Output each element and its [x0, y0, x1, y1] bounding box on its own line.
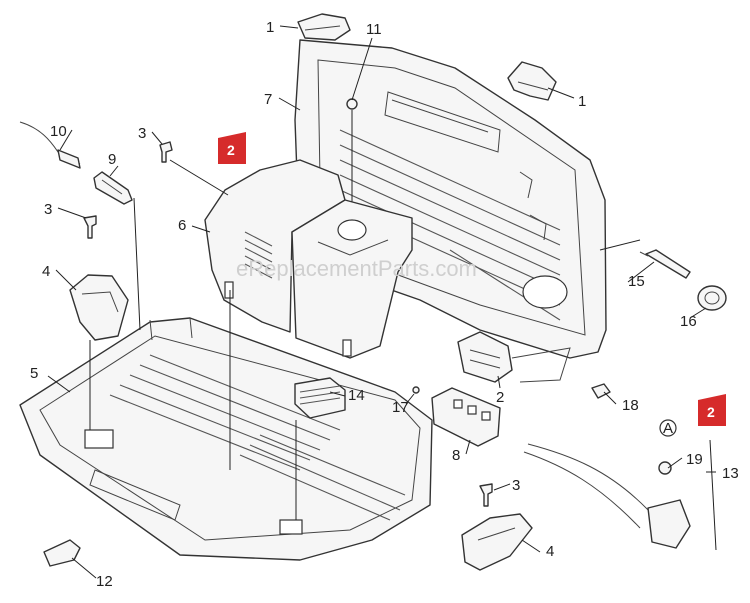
callout-10: 10 [50, 123, 67, 140]
part-1-handle-right [507, 61, 557, 101]
marker-a-label: A [663, 420, 673, 437]
part-4-clip-lower [461, 513, 533, 571]
callout-11: 11 [366, 21, 382, 38]
callout-3: 3 [512, 477, 520, 494]
callout-8: 8 [452, 447, 460, 464]
badge-2-right-label: 2 [707, 404, 715, 420]
callout-3: 3 [44, 201, 52, 218]
part-13-cable-assembly [523, 443, 691, 549]
part-16-knob [697, 285, 727, 311]
watermark-text: eReplacementParts.com [236, 256, 477, 281]
part-2-switch-bracket [457, 331, 571, 383]
part-15-connector [639, 249, 691, 279]
part-9-grommet [93, 171, 133, 205]
badge-2-top: 2 [218, 132, 246, 164]
badge-2-top-label: 2 [227, 142, 235, 158]
callout-1: 1 [266, 19, 274, 36]
cover-vent-slots [244, 231, 273, 279]
part-1-handle-left [297, 13, 351, 41]
part-4-clip-upper [69, 274, 129, 341]
badge-2-right: 2 [698, 394, 726, 426]
callout-9: 9 [108, 151, 116, 168]
part-3-screw-a [159, 141, 173, 163]
callout-3: 3 [138, 125, 146, 142]
marker-a: A [659, 419, 677, 437]
callout-1: 1 [578, 93, 586, 110]
callout-15: 15 [628, 273, 645, 290]
part-17-small-screw [412, 386, 420, 394]
badge-2-right-circle [700, 400, 724, 424]
tray-floor-ribs [109, 354, 406, 521]
callout-17: 17 [392, 399, 409, 416]
part-6-cover [204, 159, 413, 359]
leader-lines [47, 25, 717, 579]
callout-16: 16 [680, 313, 697, 330]
part-12-clip [43, 539, 81, 567]
callout-19: 19 [686, 451, 703, 468]
callout-4: 4 [42, 263, 50, 280]
callout-4: 4 [546, 543, 554, 560]
callout-6: 6 [178, 217, 186, 234]
badge-2-top-circle [220, 138, 244, 162]
callout-18: 18 [622, 397, 639, 414]
callout-5: 5 [30, 365, 38, 382]
part-8-switch [431, 387, 501, 447]
part-18-screw [591, 383, 611, 399]
part-10-power-cord [19, 121, 81, 169]
part-3-screw-b [83, 215, 97, 239]
callout-7: 7 [264, 91, 272, 108]
part-5-base-tray [19, 317, 433, 561]
callout-14: 14 [348, 387, 365, 404]
part-3-screw-c [479, 483, 493, 507]
part-14-filter-block [294, 377, 346, 419]
callout-12: 12 [96, 573, 113, 590]
callout-2: 2 [496, 389, 504, 406]
callout-13: 13 [722, 465, 739, 482]
